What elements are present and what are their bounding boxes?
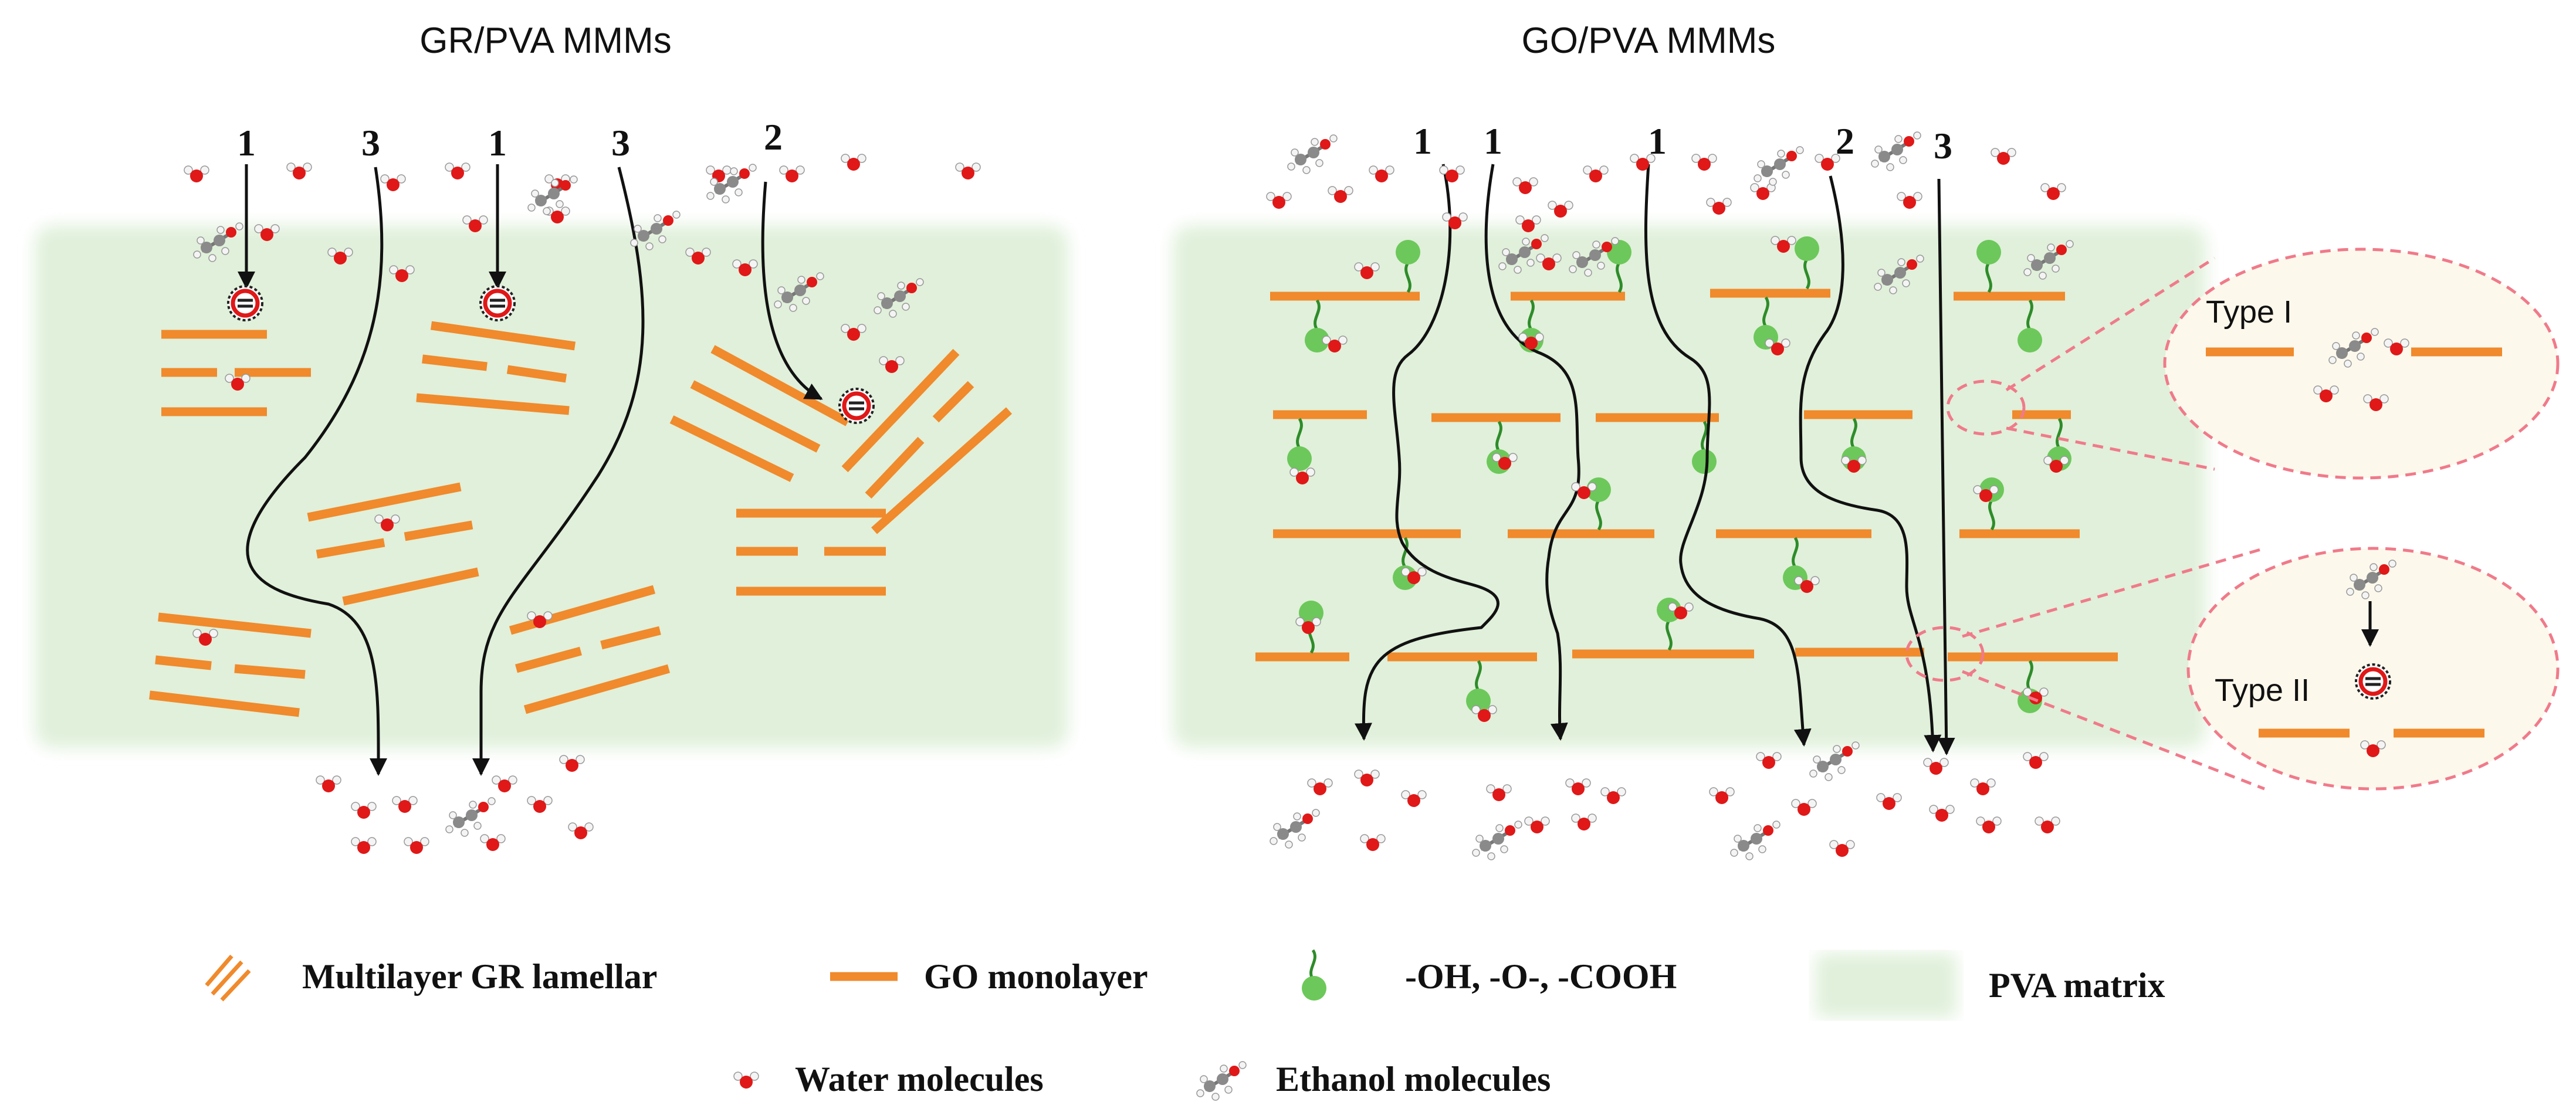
left-panel-title: GR/PVA MMMs <box>419 21 671 61</box>
legend-go-label: GO monolayer <box>924 957 1148 996</box>
right-path-number-1a: 1 <box>1413 120 1432 162</box>
left-transport-paths <box>238 164 823 776</box>
right-path-number-2: 2 <box>1836 120 1854 162</box>
left-path-number-3b: 3 <box>611 122 630 164</box>
left-path-number-1b: 1 <box>488 122 507 164</box>
pva-matrix-right <box>1173 226 2206 748</box>
functional-group-legend-icon <box>1302 949 1326 1001</box>
legend-water-label: Water molecules <box>795 1060 1044 1099</box>
legend-ethanol-label: Ethanol molecules <box>1276 1060 1551 1099</box>
legend: Multilayer GR lamellar GO monolayer -OH,… <box>205 949 2165 1100</box>
left-path-number-1a: 1 <box>237 122 256 164</box>
zoom-type2: Type II <box>2186 547 2560 791</box>
left-path-number-3a: 3 <box>361 122 380 164</box>
right-path-number-3: 3 <box>1934 125 1952 167</box>
legend-pva-label: PVA matrix <box>1989 966 2165 1005</box>
legend-groups-label: -OH, -O-, -COOH <box>1405 957 1677 996</box>
type1-label: Type I <box>2206 294 2292 330</box>
gr-lamellar-legend-icon <box>205 954 251 1002</box>
legend-gr-label: Multilayer GR lamellar <box>302 957 657 996</box>
go-monolayers <box>1255 289 2118 662</box>
pva-matrix-legend-icon <box>1816 953 1956 1018</box>
gr-lamellar-stacks <box>149 321 1012 717</box>
right-panel-title: GO/PVA MMMs <box>1522 21 1776 61</box>
right-path-number-1b: 1 <box>1484 120 1502 162</box>
ethanol-molecule-icon <box>1197 1062 1246 1100</box>
zoom-type1: Type I <box>2163 248 2560 480</box>
type2-label: Type II <box>2215 673 2310 708</box>
left-path-number-2: 2 <box>764 116 783 158</box>
pva-matrix-left <box>35 226 1068 748</box>
water-molecule-icon <box>733 1072 759 1089</box>
zoom-callouts <box>1905 256 2265 791</box>
